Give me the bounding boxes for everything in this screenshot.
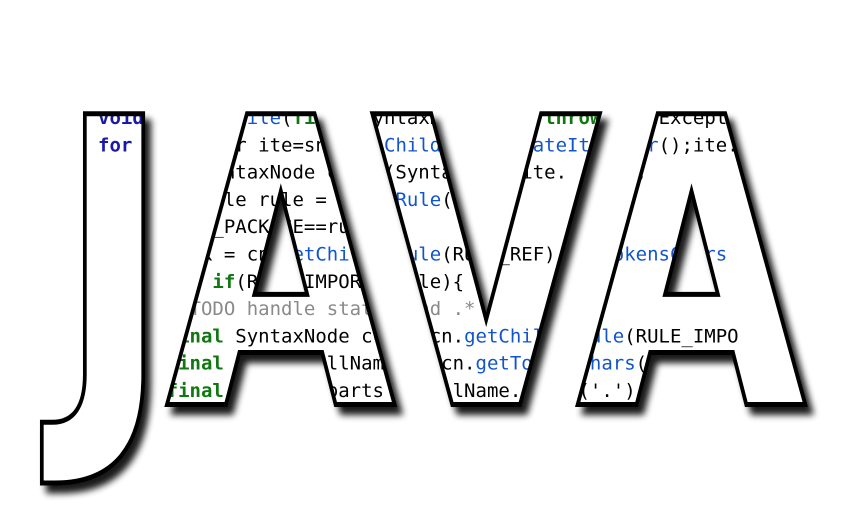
- code-token: getTokensChars: [476, 353, 636, 375]
- code-token: [98, 298, 167, 320]
- code-token: createIterator: [498, 134, 658, 156]
- code-token: ();: [613, 162, 647, 184]
- code-token: [98, 325, 167, 347]
- code-token: pack = cn.: [98, 244, 281, 266]
- code-token: getTokensChars: [567, 244, 727, 266]
- code-token: final: [167, 353, 224, 375]
- code-token: getChildByRule: [281, 244, 441, 266]
- code-token: [98, 353, 167, 375]
- code-token: tFile: [224, 107, 281, 129]
- code-token: [201, 271, 212, 293]
- code-token: Chars fullName = ccn.: [224, 353, 476, 375]
- code-token: split: [521, 380, 578, 402]
- code-token: throw: [544, 107, 602, 129]
- code-token: if: [144, 216, 167, 238]
- code-token: ();: [636, 353, 670, 375]
- code-snippet: void co tFile(final SyntaxNode cn) throw…: [98, 107, 739, 402]
- code-token: Rule rule = c.: [178, 189, 361, 211]
- code-token: ();: [441, 189, 475, 211]
- code-line: }else if(RULE_IMPORT==rule){: [98, 271, 464, 293]
- code-token: final: [167, 325, 224, 347]
- code-token: ('.');: [578, 380, 647, 402]
- code-line: final Chars[] parts = fullName.split('.'…: [98, 380, 647, 402]
- code-token: (RULE_REF).: [441, 244, 567, 266]
- code-line: //TODO handle static and .*: [98, 298, 476, 320]
- code-token: getChildByRule: [464, 325, 624, 347]
- code-line: fin SyntaxNode cn = (SyntaxNode)ite. xt(…: [98, 162, 647, 184]
- code-line: void co tFile(final SyntaxNode cn) throw…: [98, 107, 727, 129]
- code-token: (It or ite=sn.: [132, 134, 338, 156]
- code-line: final Chars fullName = ccn.getTokensChar…: [98, 353, 670, 375]
- code-token: [98, 162, 144, 184]
- code-token: fin: [144, 189, 178, 211]
- code-token: (RULE_IMPORT==rule){: [235, 271, 464, 293]
- code-token: [98, 380, 167, 402]
- code-line: final SyntaxNode ccn = cn.getChildByRule…: [98, 325, 739, 347]
- code-token: ();ite.: [659, 134, 739, 156]
- code-token: get: [338, 134, 372, 156]
- code-token: Children: [384, 134, 476, 156]
- code-token: co: [155, 107, 178, 129]
- code-token: [98, 189, 144, 211]
- code-line: if( E_PACKAGE==rule){: [98, 216, 395, 238]
- code-token: SyntaxNode cn): [350, 107, 544, 129]
- code-token: [178, 107, 224, 129]
- code-token: SyntaxNode ccn = cn.: [224, 325, 464, 347]
- code-line: pack = cn.getChildByRule(RULE_REF).getTo…: [98, 244, 727, 266]
- code-token: for: [98, 134, 132, 156]
- code-token: fin: [144, 162, 178, 184]
- code-token: [476, 134, 499, 156]
- code-token: }: [98, 271, 155, 293]
- code-line: for (It or ite=sn.get Children createIte…: [98, 134, 739, 156]
- code-token: void: [98, 107, 155, 129]
- code-token: getRule: [361, 189, 441, 211]
- code-token: (RULE_IMPO: [624, 325, 738, 347]
- code-token: //TODO handle static and .*: [167, 298, 476, 320]
- code-token: xt: [590, 162, 613, 184]
- code-token: (: [281, 107, 292, 129]
- code-token: Chars[] parts = fullName.: [224, 380, 521, 402]
- code-token: CodeExcept: [601, 107, 727, 129]
- code-token: final: [167, 380, 224, 402]
- code-token: else: [155, 271, 201, 293]
- code-token: SyntaxNode cn = (SyntaxNode)ite.: [178, 162, 590, 184]
- code-token: [373, 134, 384, 156]
- code-token: if: [212, 271, 235, 293]
- code-token: ( E_PACKAGE==rule){: [167, 216, 396, 238]
- code-token: [98, 216, 144, 238]
- code-token: final: [293, 107, 350, 129]
- code-line: fin Rule rule = c.getRule();: [98, 189, 476, 211]
